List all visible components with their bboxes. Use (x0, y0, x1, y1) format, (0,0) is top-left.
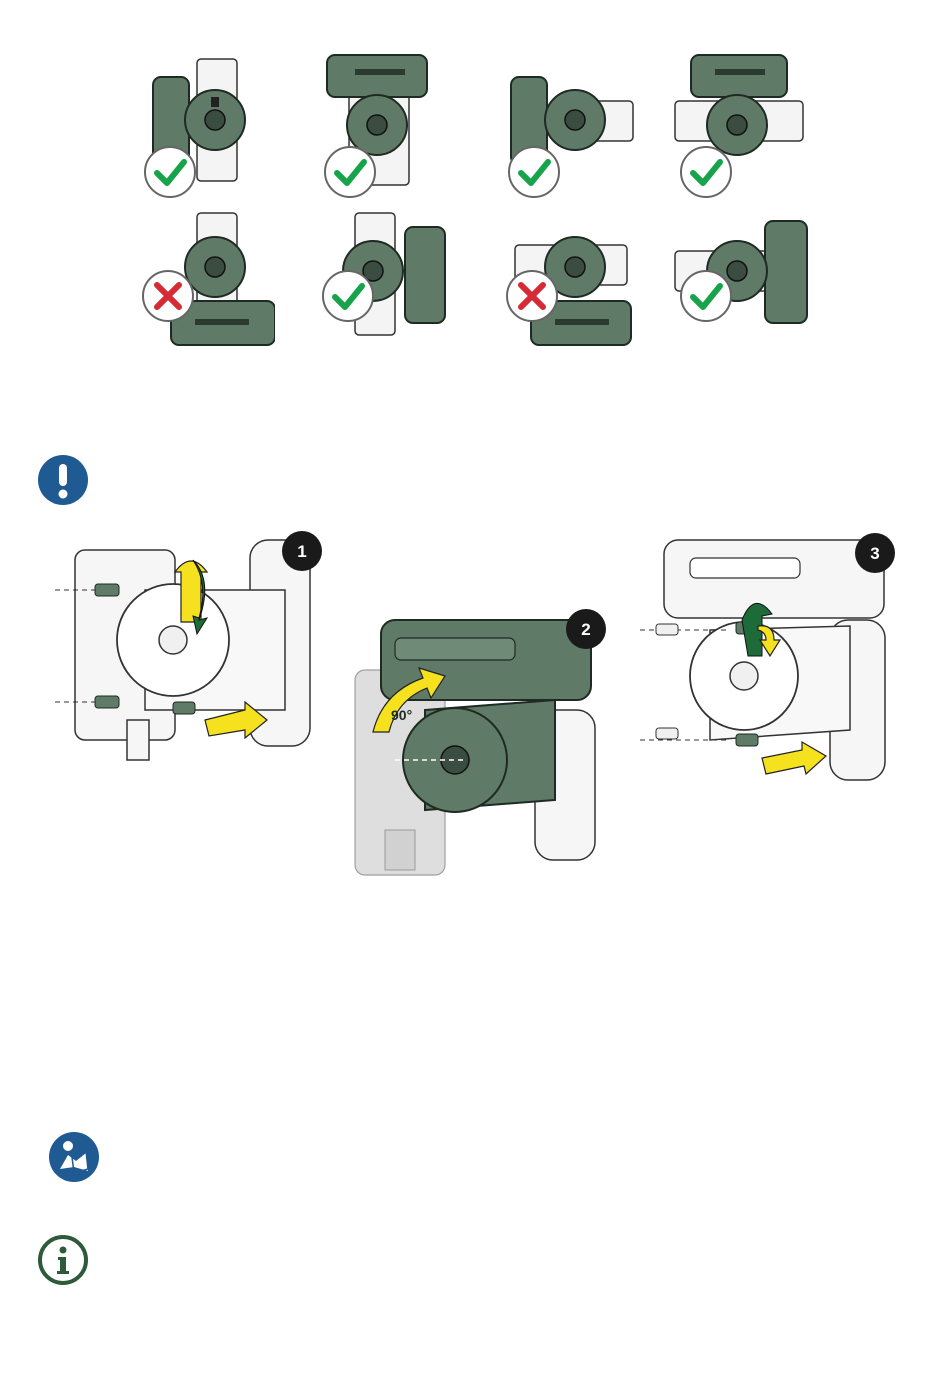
step-2-illustration: 90° 2 (345, 600, 615, 880)
orientation-cell (665, 205, 815, 355)
orientation-cell (305, 45, 455, 195)
step-number-badge: 1 (281, 530, 323, 572)
check-icon (143, 145, 197, 199)
orientation-cell (125, 45, 275, 195)
orientation-cell (485, 205, 635, 355)
step-3-illustration: 3 (640, 530, 910, 790)
orientation-cell (305, 205, 455, 355)
step-number: 2 (581, 620, 590, 639)
orientation-cell (485, 45, 635, 195)
step-number: 1 (297, 542, 306, 561)
cross-icon (141, 269, 195, 323)
step-1-illustration: 1 (55, 530, 335, 770)
check-icon (323, 145, 377, 199)
step-number-badge: 2 (565, 608, 607, 650)
angle-label: 90° (391, 707, 412, 723)
orientation-cell (665, 45, 815, 195)
step-number: 3 (870, 544, 879, 563)
check-icon (679, 269, 733, 323)
check-icon (507, 145, 561, 199)
cross-icon (505, 269, 559, 323)
check-icon (321, 269, 375, 323)
info-icon (37, 1234, 89, 1286)
step-number-badge: 3 (854, 532, 896, 574)
orientation-cell (125, 205, 275, 355)
read-manual-icon (48, 1131, 100, 1183)
exclamation-icon (37, 454, 89, 506)
check-icon (679, 145, 733, 199)
